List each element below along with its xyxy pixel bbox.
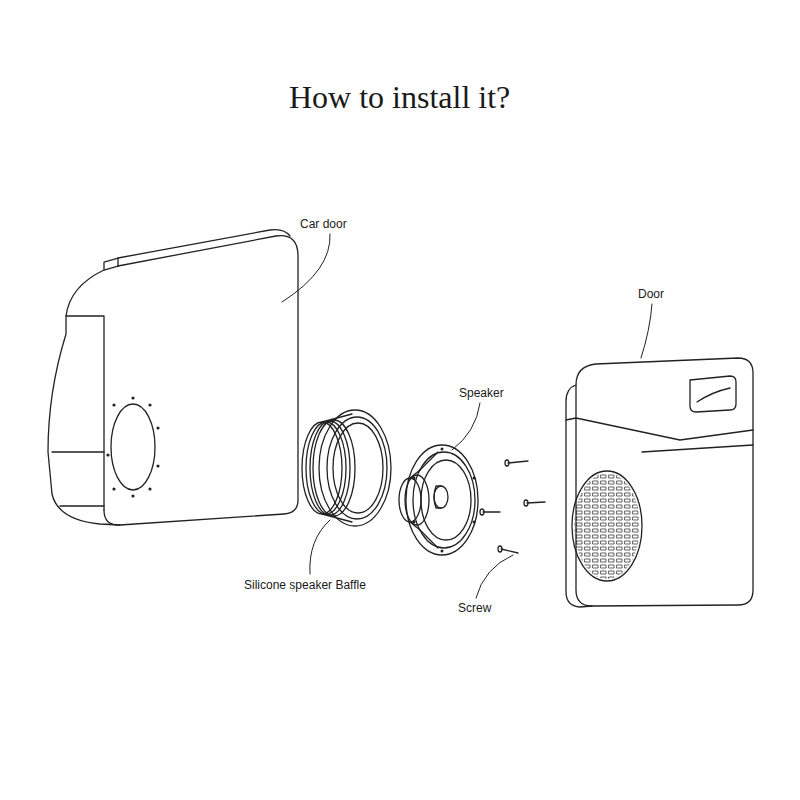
part-label: Speaker <box>457 385 506 401</box>
part-label: Car door <box>298 216 349 232</box>
leader-lines <box>282 234 652 598</box>
part-label: Screw <box>456 600 493 616</box>
car-door-shape <box>48 230 298 525</box>
screws <box>480 460 545 553</box>
diagram-title: How to install it? <box>289 79 510 116</box>
part-label: Silicone speaker Baffle <box>242 577 368 593</box>
baffle-shape <box>302 410 391 526</box>
part-label: Door <box>636 286 666 302</box>
door-panel-shape <box>566 358 753 607</box>
speaker-shape <box>399 445 478 555</box>
